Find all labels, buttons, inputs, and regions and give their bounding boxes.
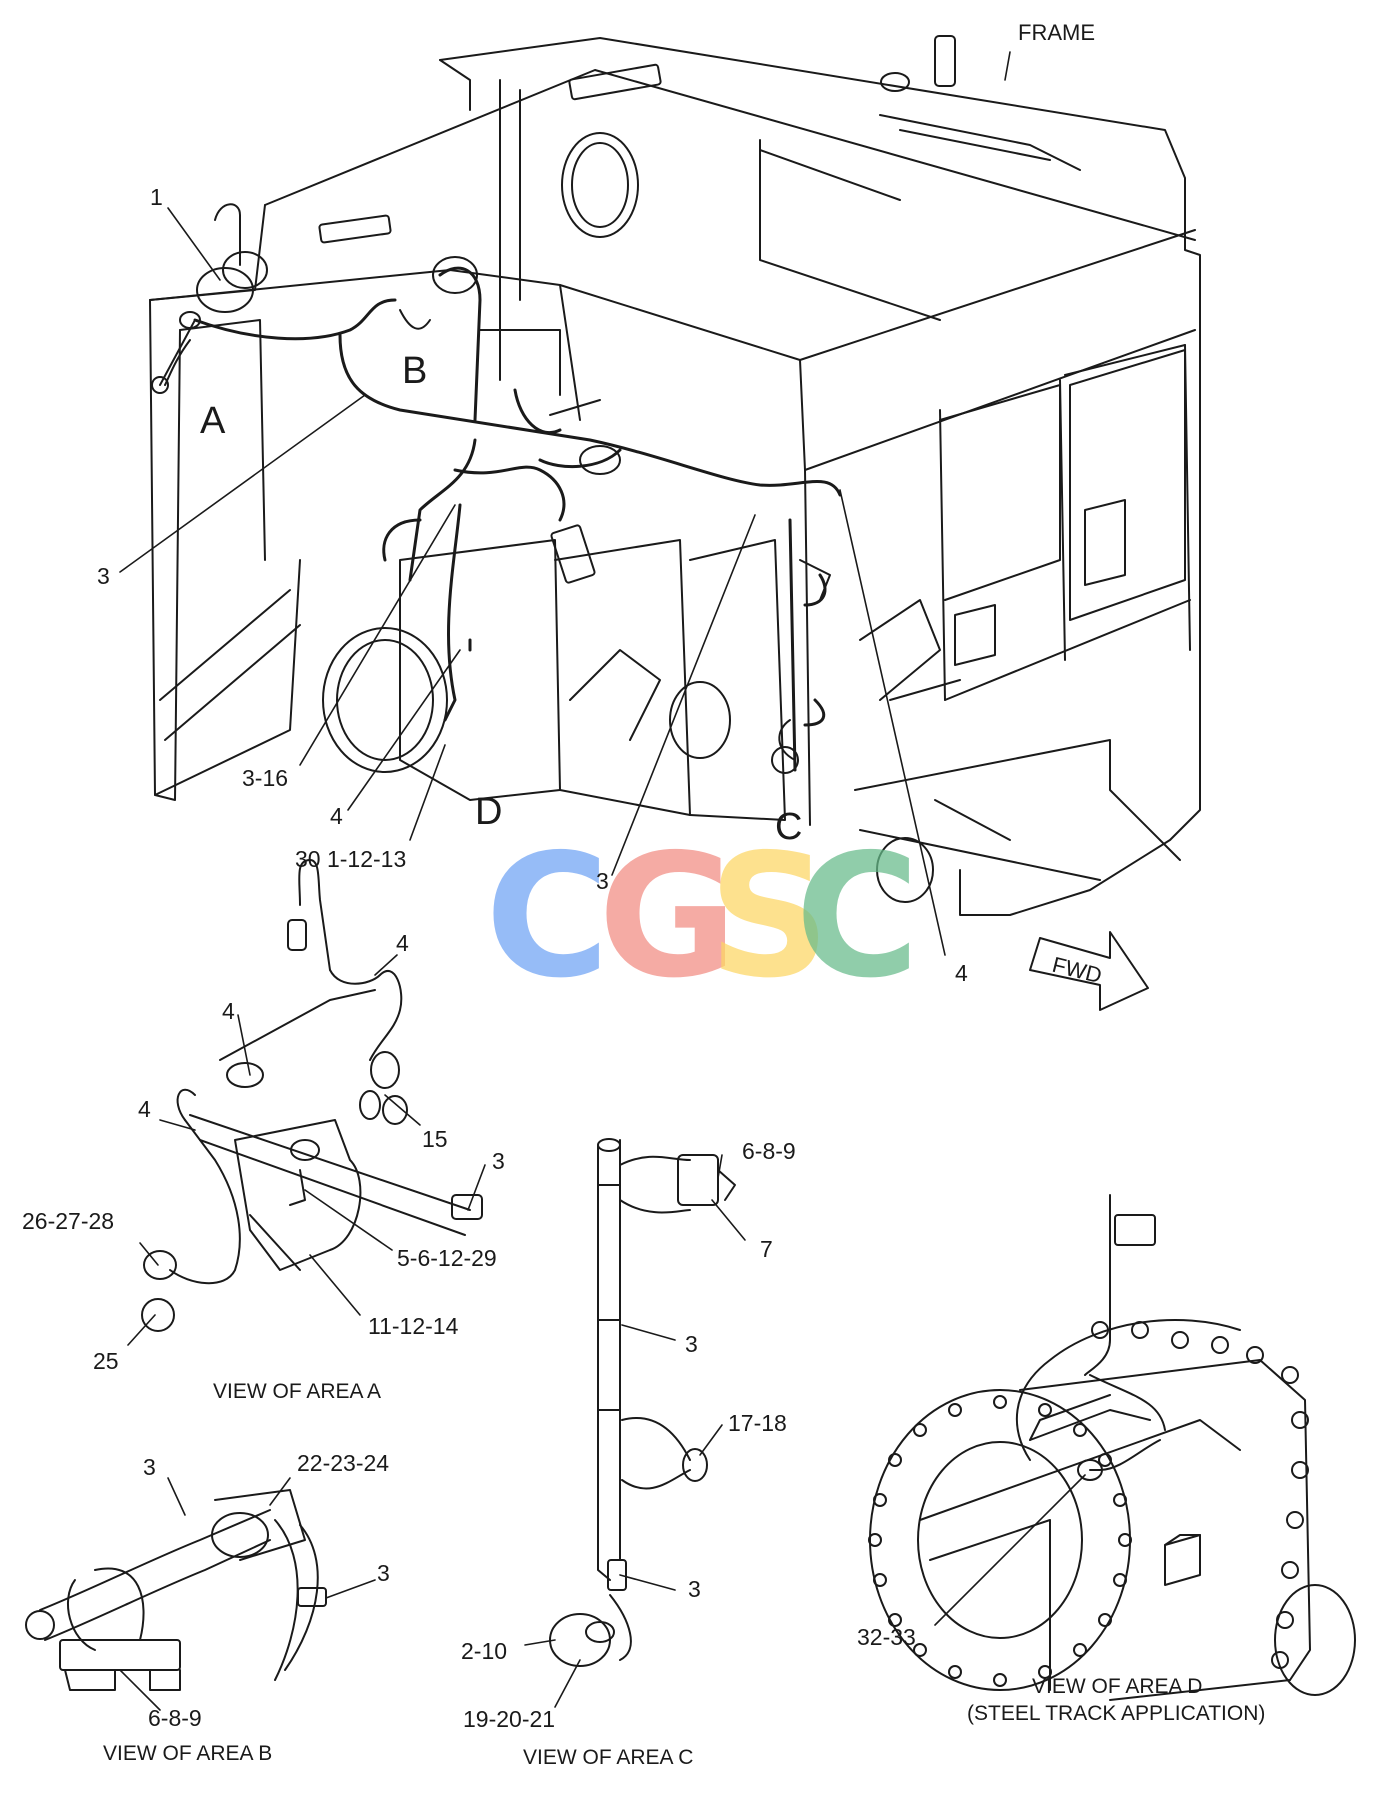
callout-3-center: 3 <box>596 868 609 894</box>
callout-4-right: 4 <box>955 960 968 986</box>
callout-4-left: 4 <box>330 803 343 829</box>
view-c-callout-17-18: 17-18 <box>728 1410 787 1436</box>
view-c-callout-3-a: 3 <box>685 1331 698 1357</box>
view-a-callout-15: 15 <box>422 1126 448 1152</box>
leader-lines <box>119 51 1086 1711</box>
area-a-marker: A <box>200 400 226 442</box>
view-a-caption: VIEW OF AREA A <box>213 1380 382 1403</box>
view-c-callout-6-8-9: 6-8-9 <box>742 1138 796 1164</box>
view-a-callout-25: 25 <box>93 1348 119 1374</box>
view-a-callout-4-top: 4 <box>396 930 409 956</box>
view-c-callout-7: 7 <box>760 1236 773 1262</box>
view-a-drawing <box>141 859 483 1332</box>
view-b-drawing <box>25 1489 327 1691</box>
frame-assembly <box>149 35 1201 916</box>
callout-3-16: 3-16 <box>242 765 289 791</box>
view-d-caption-line2: (STEEL TRACK APPLICATION) <box>967 1702 1266 1725</box>
main-component-1 <box>151 203 831 774</box>
view-a-callout-3: 3 <box>492 1148 505 1174</box>
view-c-callout-3-b: 3 <box>688 1576 701 1602</box>
watermark-letter: S <box>708 818 831 1016</box>
view-c-caption: VIEW OF AREA C <box>523 1746 694 1769</box>
view-d-callout-32-33: 32-33 <box>857 1624 916 1650</box>
view-b-callout-6-8-9: 6-8-9 <box>148 1705 202 1731</box>
watermark-letter: G <box>598 818 738 1016</box>
view-b-callout-3-top: 3 <box>143 1454 156 1480</box>
main-wiring-harness <box>193 266 842 772</box>
watermark-letter: C <box>795 818 920 1016</box>
area-b-marker: B <box>402 350 428 392</box>
area-c-marker: C <box>775 806 803 848</box>
frame-label: FRAME <box>1018 20 1095 45</box>
view-d-caption-line1: VIEW OF AREA D <box>1032 1675 1203 1698</box>
view-a-callout-26-27-28: 26-27-28 <box>22 1208 115 1234</box>
flange-bolt-holes <box>868 1395 1132 1687</box>
callout-1: 1 <box>150 184 163 210</box>
frame-bolts <box>1091 1321 1309 1669</box>
view-b-caption: VIEW OF AREA B <box>103 1742 273 1765</box>
fwd-arrow: FWD <box>1029 931 1149 1011</box>
view-a-callout-11-12-14: 11-12-14 <box>368 1313 459 1339</box>
view-c-callout-2-10: 2-10 <box>461 1638 508 1664</box>
view-b-callout-3-right: 3 <box>377 1560 390 1586</box>
view-d-drawing <box>868 1194 1356 1701</box>
view-b-callout-22-23-24: 22-23-24 <box>297 1450 390 1476</box>
callout-30-1-12-13: 30 1-12-13 <box>295 846 407 872</box>
view-a-callout-4-mid: 4 <box>222 998 235 1024</box>
view-c-callout-19-20-21: 19-20-21 <box>463 1706 556 1732</box>
view-a-callout-4-left: 4 <box>138 1096 151 1122</box>
view-a-callout-5-6-12-29: 5-6-12-29 <box>397 1245 497 1271</box>
area-d-marker: D <box>475 791 503 833</box>
callout-3-left: 3 <box>97 563 110 589</box>
watermark-letter: C <box>485 818 610 1016</box>
view-c-drawing <box>549 1138 736 1667</box>
